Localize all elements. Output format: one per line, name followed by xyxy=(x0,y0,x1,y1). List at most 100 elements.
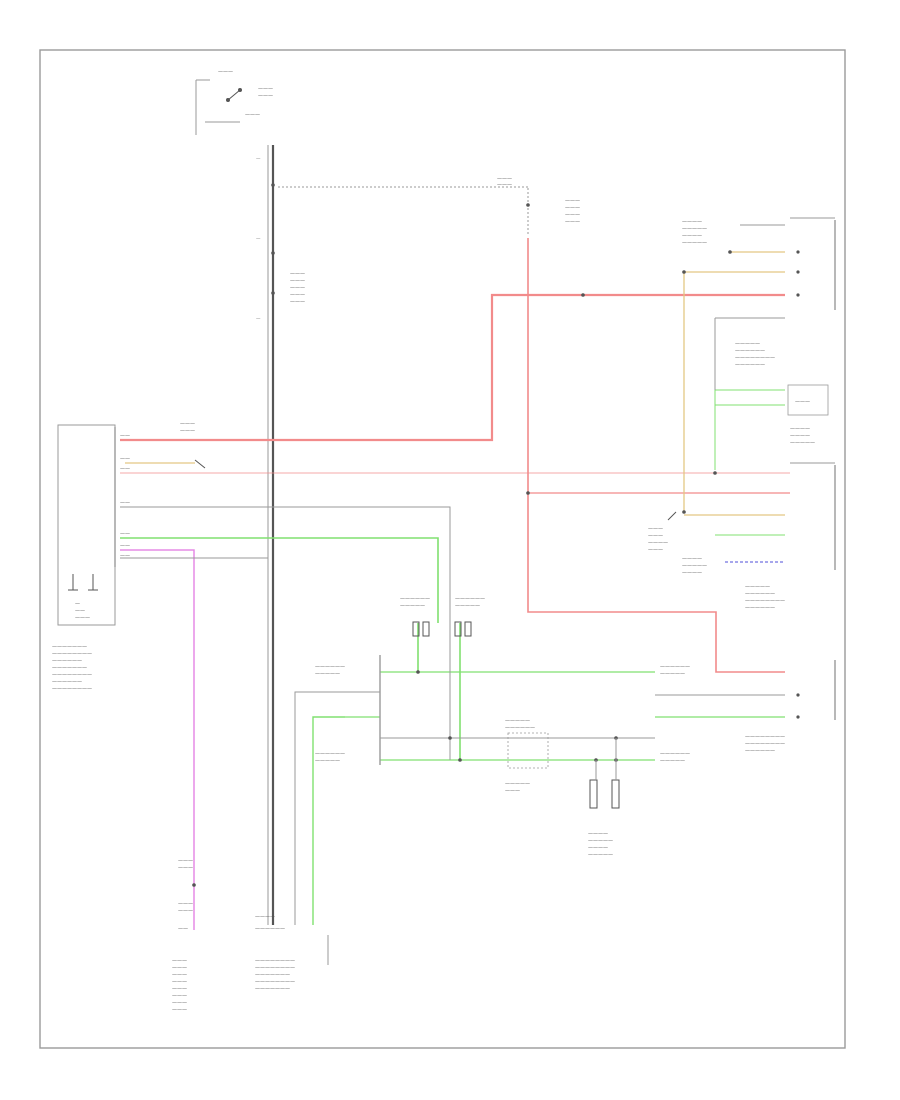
svg-text:——: —— xyxy=(120,456,130,462)
svg-text:—————: ————— xyxy=(315,671,340,677)
svg-text:——: —— xyxy=(120,553,130,559)
svg-text:——————: —————— xyxy=(735,348,765,354)
svg-text:————: ———— xyxy=(682,233,702,239)
svg-text:———: ——— xyxy=(497,176,512,182)
svg-text:—————: ————— xyxy=(682,226,707,232)
svg-text:——————: —————— xyxy=(735,362,765,368)
svg-text:———: ——— xyxy=(290,292,305,298)
svg-text:—————: ————— xyxy=(505,718,530,724)
svg-text:—: — xyxy=(75,601,80,607)
svg-text:——————: —————— xyxy=(660,751,690,757)
svg-text:———: ——— xyxy=(290,285,305,291)
main-bus-wire: — — — ——— ——— ——— ——— ——— xyxy=(256,145,305,925)
svg-text:—————: ————— xyxy=(455,603,480,609)
svg-text:————: ———— xyxy=(588,845,608,851)
svg-text:———: ——— xyxy=(290,278,305,284)
svg-text:———: ——— xyxy=(178,858,193,864)
svg-text:————: ———— xyxy=(790,433,810,439)
svg-text:———: ——— xyxy=(290,299,305,305)
svg-text:—————: ————— xyxy=(660,758,685,764)
svg-text:————————: ———————— xyxy=(255,958,295,964)
pink-wire xyxy=(120,549,195,930)
svg-text:————————: ———————— xyxy=(255,965,295,971)
svg-text:——————: —————— xyxy=(52,658,82,664)
right-indicator: ——— ———— ———— ————— xyxy=(787,384,829,446)
svg-text:—————: ————— xyxy=(315,758,340,764)
red-wire-group xyxy=(120,238,790,673)
right-upper-switch: ———— ————— ———— ————— ————— —————— —————… xyxy=(682,217,836,368)
svg-text:———: ——— xyxy=(178,865,193,871)
svg-text:————————: ———————— xyxy=(745,598,785,604)
svg-text:——————: —————— xyxy=(745,605,775,611)
svg-text:————: ———— xyxy=(790,426,810,432)
svg-text:——————: —————— xyxy=(455,596,485,602)
svg-text:———: ——— xyxy=(245,112,260,118)
svg-text:————————: ———————— xyxy=(745,741,785,747)
svg-text:—————: ————— xyxy=(400,603,425,609)
svg-text:———: ——— xyxy=(172,979,187,985)
svg-text:———: ——— xyxy=(172,965,187,971)
svg-text:———: ——— xyxy=(172,986,187,992)
svg-text:———: ——— xyxy=(258,86,273,92)
svg-text:———: ——— xyxy=(565,198,580,204)
svg-text:—————: ————— xyxy=(682,563,707,569)
svg-text:—————: ————— xyxy=(588,838,613,844)
svg-text:——————: —————— xyxy=(315,751,345,757)
svg-text:———: ——— xyxy=(648,526,663,532)
left-small-switch xyxy=(194,459,206,469)
svg-text:————: ———— xyxy=(682,556,702,562)
svg-text:———: ——— xyxy=(172,972,187,978)
svg-text:—————: ————— xyxy=(660,671,685,677)
svg-text:———: ——— xyxy=(172,958,187,964)
svg-text:———: ——— xyxy=(505,788,520,794)
svg-text:———: ——— xyxy=(172,1007,187,1013)
svg-text:——: —— xyxy=(75,608,85,614)
diagram-frame xyxy=(39,49,846,1049)
right-bottom-switch: ———————— ———————— —————— xyxy=(745,660,836,754)
svg-text:——: —— xyxy=(120,466,130,472)
svg-text:———: ——— xyxy=(172,1000,187,1006)
svg-text:——: —— xyxy=(120,543,130,549)
svg-text:———————: ——————— xyxy=(52,644,87,650)
svg-text:———: ——— xyxy=(565,205,580,211)
svg-text:—: — xyxy=(256,237,261,242)
svg-text:———: ——— xyxy=(258,93,273,99)
svg-text:—————: ————— xyxy=(588,852,613,858)
svg-text:————————: ———————— xyxy=(735,355,775,361)
svg-text:———: ——— xyxy=(648,533,663,539)
svg-text:—————: ————— xyxy=(505,781,530,787)
svg-text:————————: ———————— xyxy=(745,734,785,740)
svg-text:——: —— xyxy=(178,926,188,932)
svg-text:———: ——— xyxy=(180,421,195,427)
svg-text:——————: —————— xyxy=(315,664,345,670)
svg-text:—: — xyxy=(256,157,261,162)
svg-text:——————: —————— xyxy=(745,748,775,754)
svg-text:——————: —————— xyxy=(400,596,430,602)
svg-text:————————: ———————— xyxy=(52,672,92,678)
yellow-wire-group xyxy=(125,251,785,516)
svg-text:—————: ————— xyxy=(735,341,760,347)
svg-text:————————: ———————— xyxy=(255,979,295,985)
left-control-module: —— —— —— —— —— —— —— — —— ——— ——————— ——… xyxy=(52,424,130,692)
svg-text:————————: ———————— xyxy=(52,686,92,692)
ignition-switch: ——— ——— ——— ——— xyxy=(195,69,273,135)
svg-text:—: — xyxy=(256,317,261,322)
svg-text:———: ——— xyxy=(178,901,193,907)
bottom-connector: ———— —————— ———————— ———————— ——————— ——… xyxy=(255,914,329,992)
svg-text:———: ——— xyxy=(172,993,187,999)
svg-text:——————: —————— xyxy=(255,926,285,932)
svg-text:———: ——— xyxy=(565,212,580,218)
svg-text:———: ——— xyxy=(178,908,193,914)
center-junction-block: —————— ————— —————— ————— —————— ————— —… xyxy=(315,596,690,765)
fuse-top-right: ——— ——— ——— ——— xyxy=(526,188,580,235)
svg-text:———: ——— xyxy=(497,182,512,188)
svg-text:———: ——— xyxy=(795,399,810,405)
svg-text:———————: ——————— xyxy=(52,665,87,671)
svg-text:————: ———— xyxy=(648,540,668,546)
svg-text:———: ——— xyxy=(565,219,580,225)
svg-text:————: ———— xyxy=(682,570,702,576)
svg-text:——: —— xyxy=(120,500,130,506)
svg-text:—————: ————— xyxy=(745,584,770,590)
svg-text:————: ———— xyxy=(255,914,275,920)
